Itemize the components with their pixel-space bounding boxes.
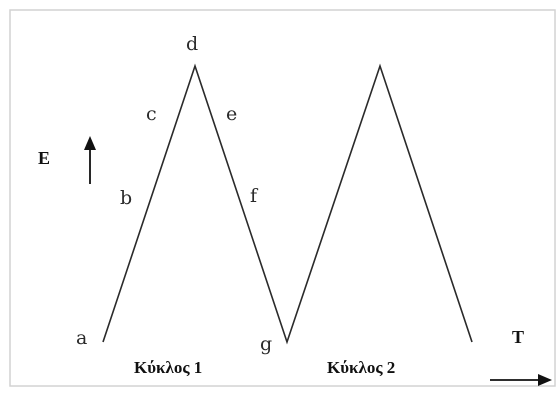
diagram-frame	[9, 9, 556, 387]
y-axis-label: E	[38, 148, 50, 168]
x-axis-arrow-head	[538, 374, 552, 386]
point-label-d: d	[186, 33, 198, 55]
waveform-line	[102, 63, 473, 345]
point-label-f: f	[250, 185, 259, 207]
point-label-g: g	[260, 333, 272, 355]
cycle-label-2: Κύκλος 2	[327, 358, 395, 377]
point-label-e: e	[226, 103, 237, 125]
point-label-a: a	[76, 327, 87, 349]
y-axis-arrow-head	[84, 136, 96, 150]
point-label-c: c	[146, 103, 157, 125]
x-axis-label: T	[512, 327, 524, 347]
cycle-label-1: Κύκλος 1	[134, 358, 202, 377]
point-label-b: b	[120, 187, 132, 209]
